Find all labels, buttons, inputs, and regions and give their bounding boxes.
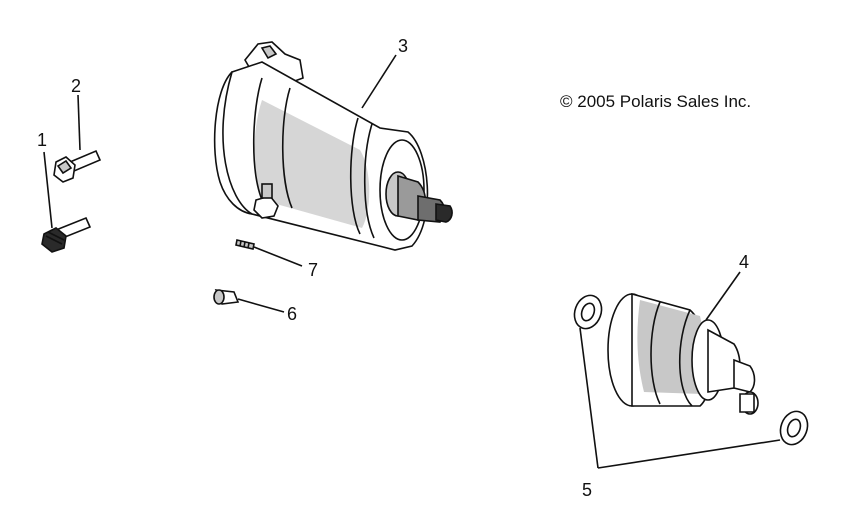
leader-line-2	[77, 94, 81, 151]
callout-4: 4	[739, 252, 749, 272]
callout-2: 2	[71, 76, 81, 96]
leader-line-5a	[579, 327, 599, 469]
spring-7-part	[235, 239, 255, 250]
leader-line-7	[253, 246, 303, 267]
leader-line-4	[705, 271, 741, 321]
washer-5-left-part	[573, 294, 603, 330]
leader-line-3	[361, 54, 397, 109]
callout-3: 3	[398, 36, 408, 56]
callout-1: 1	[37, 130, 47, 150]
callout-7: 7	[308, 260, 318, 280]
starter-motor-part	[213, 41, 453, 251]
leader-line-6	[237, 298, 285, 313]
leader-line-5b	[597, 439, 781, 469]
starter-drive-part	[607, 292, 759, 415]
bushing-6-part	[213, 289, 240, 305]
washer-5-right-part	[779, 410, 809, 446]
callout-6: 6	[287, 304, 297, 324]
bolt-2-part	[53, 149, 102, 183]
leader-line-1	[43, 151, 53, 229]
bolt-1-part	[41, 216, 92, 253]
callout-5: 5	[582, 480, 592, 500]
copyright-text: © 2005 Polaris Sales Inc.	[560, 92, 751, 111]
